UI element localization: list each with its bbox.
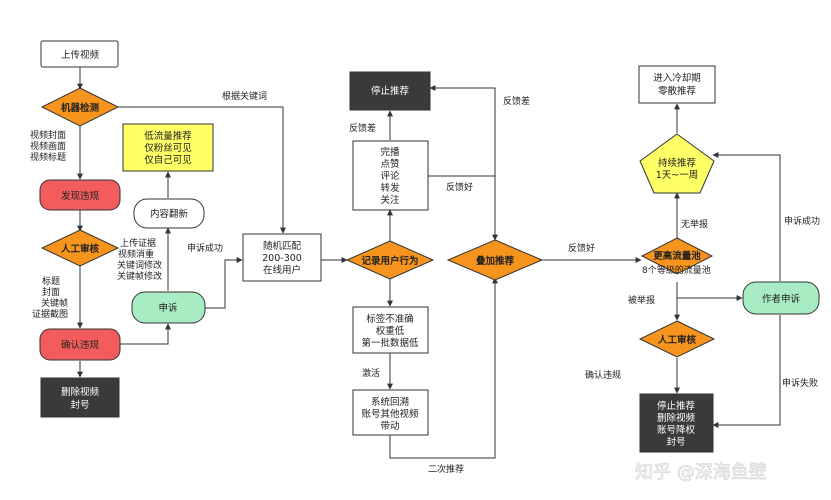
stop-recommend-top-box: 停止推荐 bbox=[349, 71, 431, 111]
activate-label: 激活 bbox=[362, 367, 380, 379]
svg-text:停止推荐: 停止推荐 bbox=[371, 85, 410, 97]
svg-text:视频画面: 视频画面 bbox=[30, 140, 66, 152]
pool-levels-label: 8个等级的流量池 bbox=[642, 264, 711, 276]
upload-video-box: 上传视频 bbox=[40, 40, 119, 68]
svg-text:在线用户: 在线用户 bbox=[263, 264, 301, 276]
feedback-good-right-label: 反馈好 bbox=[568, 242, 595, 254]
svg-text:发现违规: 发现违规 bbox=[61, 190, 100, 202]
low-traffic-box: 低流量推荐 仅粉丝可见 仅自己可见 bbox=[122, 123, 214, 172]
svg-text:关键帧修改: 关键帧修改 bbox=[117, 270, 162, 282]
continue-recommend-pentagon: 持续推荐 1天~一周 bbox=[639, 133, 715, 194]
svg-text:作者申诉: 作者申诉 bbox=[762, 293, 801, 305]
appeal-left-box: 申诉 bbox=[131, 291, 206, 324]
svg-text:视频消重: 视频消重 bbox=[118, 248, 154, 260]
reported-label: 被举报 bbox=[628, 294, 655, 306]
manual-review-right-diamond: 人工审核 bbox=[638, 320, 716, 358]
svg-text:点赞: 点赞 bbox=[380, 158, 400, 170]
svg-text:权重低: 权重低 bbox=[376, 325, 405, 337]
svg-text:证据截图: 证据截图 bbox=[32, 308, 68, 320]
author-appeal-box: 作者申诉 bbox=[742, 281, 820, 315]
svg-text:关注: 关注 bbox=[380, 194, 400, 206]
svg-text:持续推荐: 持续推荐 bbox=[658, 157, 697, 169]
random-match-box: 随机匹配 200-300 在线用户 bbox=[242, 233, 322, 282]
svg-text:仅自己可见: 仅自己可见 bbox=[144, 154, 192, 166]
svg-text:视频封面: 视频封面 bbox=[30, 129, 66, 141]
higher-pool-diamond: 更高流量池 bbox=[640, 237, 714, 275]
svg-text:带动: 带动 bbox=[380, 421, 399, 432]
svg-text:更高流量池: 更高流量池 bbox=[653, 250, 701, 262]
appeal-success-left-label: 申诉成功 bbox=[187, 242, 223, 254]
no-report-label: 无举报 bbox=[681, 218, 708, 230]
system-trace-box: 系统回溯 账号其他视频 带动 bbox=[352, 389, 429, 436]
svg-text:叠加推荐: 叠加推荐 bbox=[476, 255, 515, 267]
cooling-box: 进入冷却期 零散推荐 bbox=[638, 65, 716, 104]
connectors bbox=[77, 67, 781, 459]
svg-text:系统回溯: 系统回溯 bbox=[371, 396, 409, 408]
svg-text:账号降权: 账号降权 bbox=[657, 424, 696, 436]
confirm-violation-left-box: 确认违规 bbox=[39, 328, 121, 361]
svg-text:停止推荐: 停止推荐 bbox=[657, 400, 696, 412]
appeal-success-right-label: 申诉成功 bbox=[784, 215, 820, 227]
svg-text:零散推荐: 零散推荐 bbox=[658, 85, 697, 97]
svg-text:封面: 封面 bbox=[42, 286, 60, 298]
cover-group-label: 视频封面 视频画面 视频标题 bbox=[30, 129, 66, 163]
svg-text:删除视频: 删除视频 bbox=[61, 386, 100, 398]
appeal-fail-label: 申诉失败 bbox=[782, 377, 818, 389]
title-group-label: 标题 封面 关键帧 证据截图 bbox=[32, 275, 68, 320]
svg-text:进入冷却期: 进入冷却期 bbox=[653, 72, 701, 84]
svg-text:上传证据: 上传证据 bbox=[120, 237, 156, 249]
by-keyword-label: 根据关键词 bbox=[222, 90, 267, 102]
low-weight-box: 标签不准确 权重低 第一批数据低 bbox=[352, 306, 429, 354]
watermark-text: 知乎 @深海鱼壁 bbox=[635, 462, 767, 483]
svg-text:机器检测: 机器检测 bbox=[61, 102, 100, 114]
svg-text:人工审核: 人工审核 bbox=[61, 243, 100, 255]
delete-ban-left-box: 删除视频 封号 bbox=[40, 377, 120, 418]
find-violation-box: 发现违规 bbox=[39, 179, 121, 211]
svg-text:内容翻新: 内容翻新 bbox=[150, 208, 189, 220]
svg-text:1天~一周: 1天~一周 bbox=[656, 170, 699, 181]
stack-recommend-diamond: 叠加推荐 bbox=[446, 239, 544, 281]
feedback-good-mid-label: 反馈好 bbox=[446, 181, 473, 193]
complete-group-box: 完播 点赞 评论 转发 关注 bbox=[352, 140, 429, 211]
machine-check-diamond: 机器检测 bbox=[40, 87, 120, 127]
content-judge-box: 内容翻新 bbox=[133, 198, 205, 229]
svg-text:200-300: 200-300 bbox=[262, 253, 302, 264]
feedback-bad-top-label: 反馈差 bbox=[503, 95, 530, 107]
svg-text:随机匹配: 随机匹配 bbox=[263, 240, 302, 252]
svg-text:低流量推荐: 低流量推荐 bbox=[144, 130, 192, 142]
svg-text:关键词修改: 关键词修改 bbox=[117, 259, 162, 271]
second-recommend-label: 二次推荐 bbox=[428, 463, 464, 475]
svg-text:评论: 评论 bbox=[380, 170, 400, 182]
svg-text:账号其他视频: 账号其他视频 bbox=[361, 408, 419, 420]
svg-text:上传视频: 上传视频 bbox=[61, 49, 100, 61]
svg-text:申诉: 申诉 bbox=[158, 302, 178, 314]
upload-evidence-label: 上传证据 视频消重 关键词修改 关键帧修改 bbox=[117, 237, 162, 282]
confirm-violation-right-label: 确认违规 bbox=[585, 369, 621, 381]
svg-text:视频标题: 视频标题 bbox=[30, 151, 66, 163]
svg-text:标题: 标题 bbox=[42, 275, 60, 287]
svg-text:确认违规: 确认违规 bbox=[61, 339, 100, 351]
svg-text:完播: 完播 bbox=[380, 146, 400, 158]
svg-text:转发: 转发 bbox=[380, 182, 400, 194]
final-punish-box: 停止推荐 删除视频 账号降权 封号 bbox=[639, 393, 714, 453]
svg-text:人工审核: 人工审核 bbox=[658, 334, 697, 346]
svg-text:删除视频: 删除视频 bbox=[657, 412, 696, 424]
manual-review-left-diamond: 人工审核 bbox=[40, 229, 120, 267]
record-behavior-diamond: 记录用户行为 bbox=[345, 240, 435, 280]
feedback-bad-mid-label: 反馈差 bbox=[349, 122, 376, 134]
svg-text:标签不准确: 标签不准确 bbox=[366, 313, 414, 325]
svg-text:封号: 封号 bbox=[70, 399, 89, 411]
svg-text:记录用户行为: 记录用户行为 bbox=[361, 255, 418, 267]
svg-text:仅粉丝可见: 仅粉丝可见 bbox=[144, 142, 192, 154]
svg-text:封号: 封号 bbox=[666, 436, 685, 448]
svg-text:关键帧: 关键帧 bbox=[41, 297, 68, 309]
svg-text:第一批数据低: 第一批数据低 bbox=[361, 337, 419, 349]
